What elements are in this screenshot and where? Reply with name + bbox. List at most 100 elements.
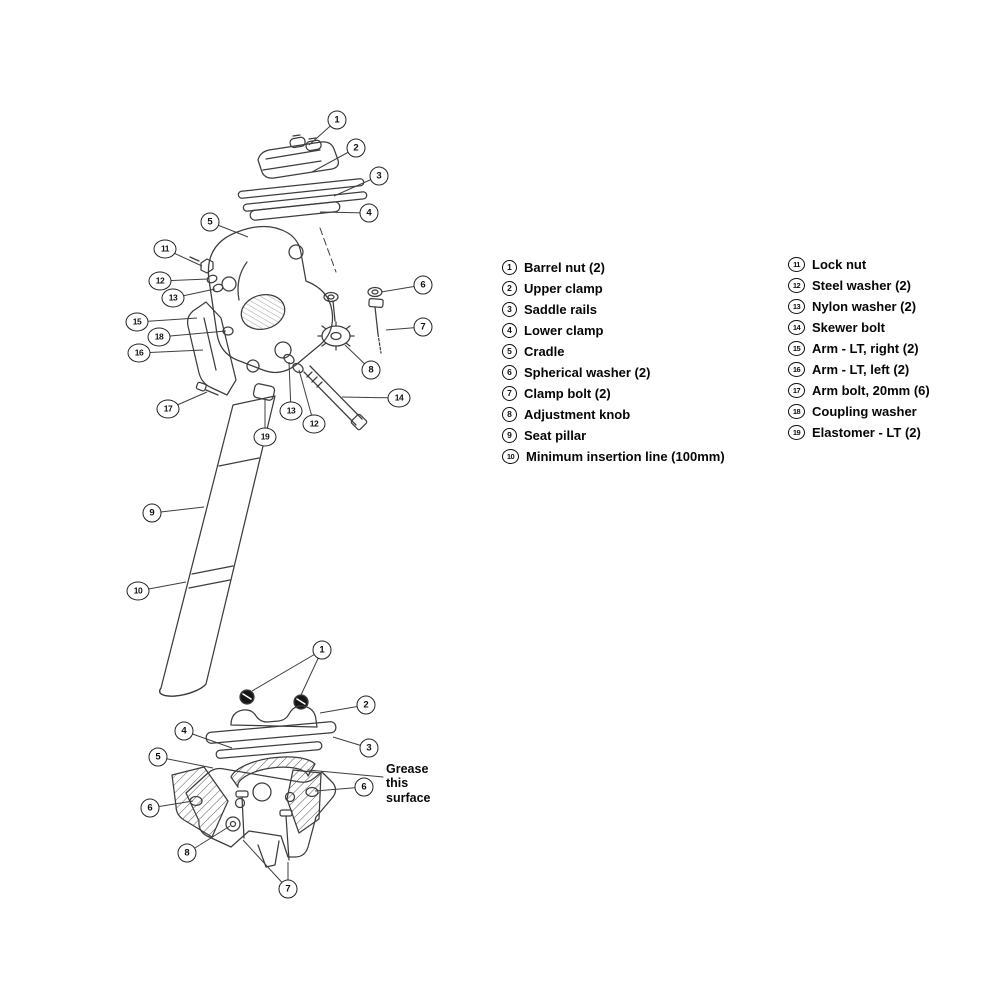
- arm-bolt-art-top: [195, 381, 219, 396]
- legend-number-badge: 3: [502, 302, 517, 317]
- lower-clamp-art-top: [249, 201, 341, 221]
- callout-badge-bottom-8: 8: [177, 843, 197, 863]
- legend-item-12: 12 Steel washer (2): [788, 275, 930, 296]
- callout-badge-top-15: 15: [125, 312, 149, 332]
- legend-number-badge: 5: [502, 344, 517, 359]
- legend-number-badge: 1: [502, 260, 517, 275]
- legend-number-badge: 17: [788, 383, 805, 398]
- callout-badge-top-8: 8: [361, 360, 381, 380]
- callout-badge-bottom-7: 7: [278, 879, 298, 899]
- callout-badge-top-13: 13: [161, 288, 185, 308]
- legend-label: Spherical washer (2): [524, 365, 651, 380]
- minimum-insertion-line-art: [191, 565, 234, 575]
- arm-art-bottom-left: [171, 766, 229, 838]
- legend-item-3: 3 Saddle rails: [502, 299, 725, 320]
- legend-label: Arm - LT, right (2): [812, 341, 919, 356]
- legend-number-badge: 10: [502, 449, 519, 464]
- upper-clamp-art-top: [257, 141, 339, 179]
- callout-badge-top-5: 5: [200, 212, 220, 232]
- legend-number-badge: 9: [502, 428, 517, 443]
- legend-label: Skewer bolt: [812, 320, 885, 335]
- callout-badge-top-17: 17: [156, 399, 180, 419]
- legend-number-badge: 19: [788, 425, 805, 440]
- leader-line: [251, 649, 323, 692]
- callout-badge-top-14: 14: [387, 388, 411, 408]
- callout-badge-top-11: 11: [153, 239, 177, 259]
- callout-badge-top-4: 4: [359, 203, 379, 223]
- legend-item-6: 6 Spherical washer (2): [502, 362, 725, 383]
- grease-note: Grease this surface: [386, 762, 431, 805]
- legend-label: Arm bolt, 20mm (6): [812, 383, 930, 398]
- callout-badge-top-18: 18: [147, 327, 171, 347]
- callout-badge-top-7: 7: [413, 317, 433, 337]
- callout-badge-top-6: 6: [413, 275, 433, 295]
- seat-pillar-art: [159, 395, 276, 697]
- legend-number-badge: 18: [788, 404, 805, 419]
- legend-number-badge: 16: [788, 362, 805, 377]
- legend-number-badge: 6: [502, 365, 517, 380]
- legend-label: Seat pillar: [524, 428, 587, 443]
- adjustment-knob-art-top: [317, 300, 355, 351]
- legend-item-10: 10 Minimum insertion line (100mm): [502, 446, 725, 467]
- elastomer-art-top: [252, 383, 276, 401]
- callout-badge-top-12: 12: [302, 414, 326, 434]
- callout-badge-bottom-1: 1: [312, 640, 332, 660]
- cradle-art-top: [207, 225, 334, 374]
- legend-label: Adjustment knob: [524, 407, 631, 422]
- callout-badge-bottom-5: 5: [148, 747, 168, 767]
- clamp-bolts-art-bottom: [235, 790, 293, 861]
- callout-badge-top-19: 19: [253, 427, 277, 447]
- legend-label: Elastomer - LT (2): [812, 425, 921, 440]
- legend-number-badge: 8: [502, 407, 517, 422]
- upper-clamp-art-bottom: [230, 705, 318, 728]
- legend-label: Steel washer (2): [812, 278, 911, 293]
- legend-label: Clamp bolt (2): [524, 386, 611, 401]
- callout-badge-top-3: 3: [369, 166, 389, 186]
- legend-number-badge: 2: [502, 281, 517, 296]
- adjustment-knob-art-bottom: [225, 816, 241, 832]
- callout-badge-bottom-6: 6: [140, 798, 160, 818]
- legend-item-9: 9 Seat pillar: [502, 425, 725, 446]
- legend-item-14: 14 Skewer bolt: [788, 317, 930, 338]
- callout-badge-top-2: 2: [346, 138, 366, 158]
- legend-label: Lock nut: [812, 257, 867, 272]
- legend-item-2: 2 Upper clamp: [502, 278, 725, 299]
- callout-badge-top-10: 10: [126, 581, 150, 601]
- legend-label: Saddle rails: [524, 302, 597, 317]
- callout-badge-bottom-3: 3: [359, 738, 379, 758]
- arm-art-left-top: [186, 301, 237, 396]
- callout-badge-top-12: 12: [148, 271, 172, 291]
- legend-number-badge: 13: [788, 299, 805, 314]
- legend-label: Upper clamp: [524, 281, 603, 296]
- legend-item-18: 18 Coupling washer: [788, 401, 930, 422]
- assembly-axis-dashed: [319, 227, 337, 273]
- grease-note-leader-line: [307, 769, 384, 778]
- legend-column-1: 1 Barrel nut (2) 2 Upper clamp 3 Saddle rails…: [502, 257, 725, 467]
- callout-badge-bottom-4: 4: [174, 721, 194, 741]
- callout-badge-bottom-6: 6: [354, 777, 374, 797]
- legend-item-16: 16 Arm - LT, left (2): [788, 359, 930, 380]
- legend-number-badge: 4: [502, 323, 517, 338]
- legend-item-19: 19 Elastomer - LT (2): [788, 422, 930, 443]
- arm-art-bottom-right: [286, 769, 322, 834]
- legend-label: Barrel nut (2): [524, 260, 605, 275]
- legend-number-badge: 12: [788, 278, 805, 293]
- clamp-bolt-art-top: [368, 298, 384, 354]
- legend-label: Minimum insertion line (100mm): [526, 449, 725, 464]
- legend-number-badge: 14: [788, 320, 805, 335]
- callout-badge-top-13: 13: [279, 401, 303, 421]
- barrel-nut-art-bottom: [239, 689, 309, 710]
- legend-label: Arm - LT, left (2): [812, 362, 910, 377]
- legend-number-badge: 7: [502, 386, 517, 401]
- callout-badge-top-16: 16: [127, 343, 151, 363]
- legend-label: Coupling washer: [812, 404, 917, 419]
- legend-item-8: 8 Adjustment knob: [502, 404, 725, 425]
- skewer-bolt-art-top: [283, 353, 368, 431]
